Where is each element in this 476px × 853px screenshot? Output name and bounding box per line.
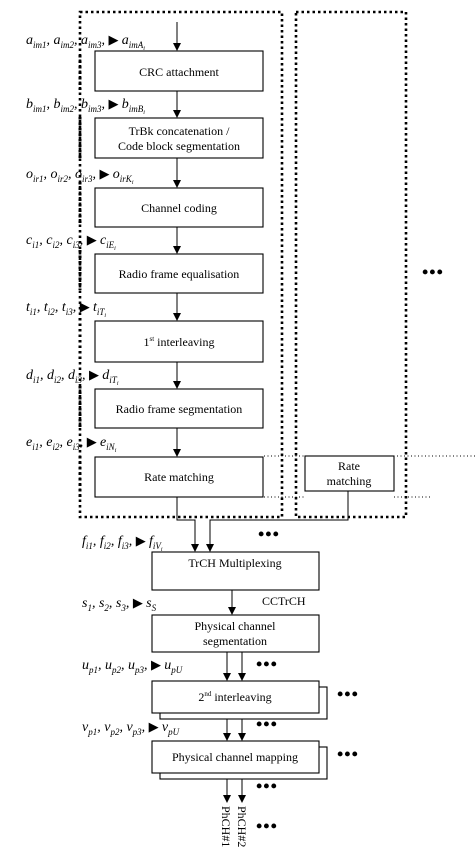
sequence-v-label: vp1, vp2, vp3, ▶ vpU xyxy=(82,719,180,737)
right-triangle-icon: ▶ xyxy=(109,96,122,111)
rate-matching-box xyxy=(94,456,264,498)
right-triangle-icon: ▶ xyxy=(87,434,100,449)
second-interleaving-box xyxy=(151,680,320,714)
first-interleaving-box xyxy=(94,320,264,363)
right-triangle-icon: ▶ xyxy=(133,595,146,610)
phch2-label: PhCH#2 xyxy=(235,806,249,847)
second-interleaving-label: 2nd interleaving xyxy=(198,690,271,704)
ellipsis-u-arrows: ••• xyxy=(256,714,278,734)
physical-channel-mapping-box xyxy=(151,740,320,774)
radio-frame-equalisation-box xyxy=(94,253,264,294)
rate-matching-2-label-line2: matching xyxy=(327,474,372,488)
trch-processing-frame-2 xyxy=(294,10,408,519)
ellipsis-phch: ••• xyxy=(256,816,278,836)
cctrch-label: CCTrCH xyxy=(262,594,306,608)
right-triangle-icon: ▶ xyxy=(149,719,162,734)
crc-attachment-box xyxy=(94,50,264,92)
trch-multiplexing-label: TrCH Multiplexing xyxy=(188,556,281,570)
right-triangle-icon: ▶ xyxy=(136,533,149,548)
phch1-label: PhCH#1 xyxy=(219,806,233,847)
ellipsis-phys-seg: ••• xyxy=(256,654,278,674)
radio-frame-segmentation-box xyxy=(94,388,264,429)
sequence-e-label: ei1, ei2, ei3, ▶ eiNi xyxy=(26,434,117,454)
trch-multiplexing-box xyxy=(151,551,320,591)
rate-matching-label: Rate matching xyxy=(144,470,214,484)
physical-channel-segmentation-box xyxy=(151,614,320,653)
right-triangle-icon: ▶ xyxy=(89,367,102,382)
radio-frame-equalisation-label: Radio frame equalisation xyxy=(119,267,240,281)
sequence-u-label: up1, up2, up3, ▶ upU xyxy=(82,657,183,675)
channel-coding-label: Channel coding xyxy=(141,201,217,215)
trbk-concatenation-box xyxy=(94,117,264,159)
trbk-concatenation-label-line1: TrBk concatenation / xyxy=(129,124,231,138)
sequence-a-label: aim1, aim2, aim3, ▶ aimAi xyxy=(26,32,145,52)
sequence-c-label: ci1, ci2, ci3, ▶ ciEi xyxy=(26,232,116,252)
ellipsis-phys-mapping: ••• xyxy=(337,744,359,764)
right-triangle-icon: ▶ xyxy=(151,657,164,672)
right-triangle-icon: ▶ xyxy=(109,32,122,47)
trbk-concatenation-label-line2: Code block segmentation xyxy=(118,139,240,153)
sequence-b-label: bim1, bim2, bim3, ▶ bimBi xyxy=(26,96,145,116)
right-triangle-icon: ▶ xyxy=(100,166,113,181)
crc-attachment-label: CRC attachment xyxy=(139,65,219,79)
trch-processing-frame-1 xyxy=(78,10,284,519)
sequence-d-label: di1, di2, di3, ▶ diTi xyxy=(26,367,119,387)
channel-coding-box xyxy=(94,187,264,228)
sequence-labels: aim1, aim2, aim3, ▶ aimAi bim1, bim2, bim… xyxy=(26,32,183,737)
rate-matching-box-2 xyxy=(304,455,395,492)
sequence-o-label: oir1, oir2, oir3, ▶ oirKi xyxy=(26,166,134,186)
ellipsis-v-arrows: ••• xyxy=(256,776,278,796)
radio-frame-segmentation-label: Radio frame segmentation xyxy=(116,402,243,416)
physical-channel-mapping-label: Physical channel mapping xyxy=(172,750,298,764)
ellipsis-trch-mux: ••• xyxy=(258,524,280,544)
rate-matching-2-label-line1: Rate xyxy=(338,459,360,473)
sequence-s-label: s1, s2, s3, ▶ sS xyxy=(82,595,157,613)
sequence-t-label: ti1, ti2, ti3, ▶ tiTi xyxy=(26,299,106,319)
first-interleaving-label: 1st interleaving xyxy=(144,335,215,349)
right-triangle-icon: ▶ xyxy=(87,232,100,247)
right-triangle-icon: ▶ xyxy=(80,299,93,314)
ellipsis-second-interleaving: ••• xyxy=(337,684,359,704)
physical-channel-segmentation-label-line1: Physical channel xyxy=(195,619,277,633)
physical-channel-segmentation-label-line2: segmentation xyxy=(203,634,267,648)
sequence-f-label: fi1, fi2, fi3, ▶ fiVi xyxy=(82,533,163,553)
ellipsis-frames: ••• xyxy=(422,262,444,282)
